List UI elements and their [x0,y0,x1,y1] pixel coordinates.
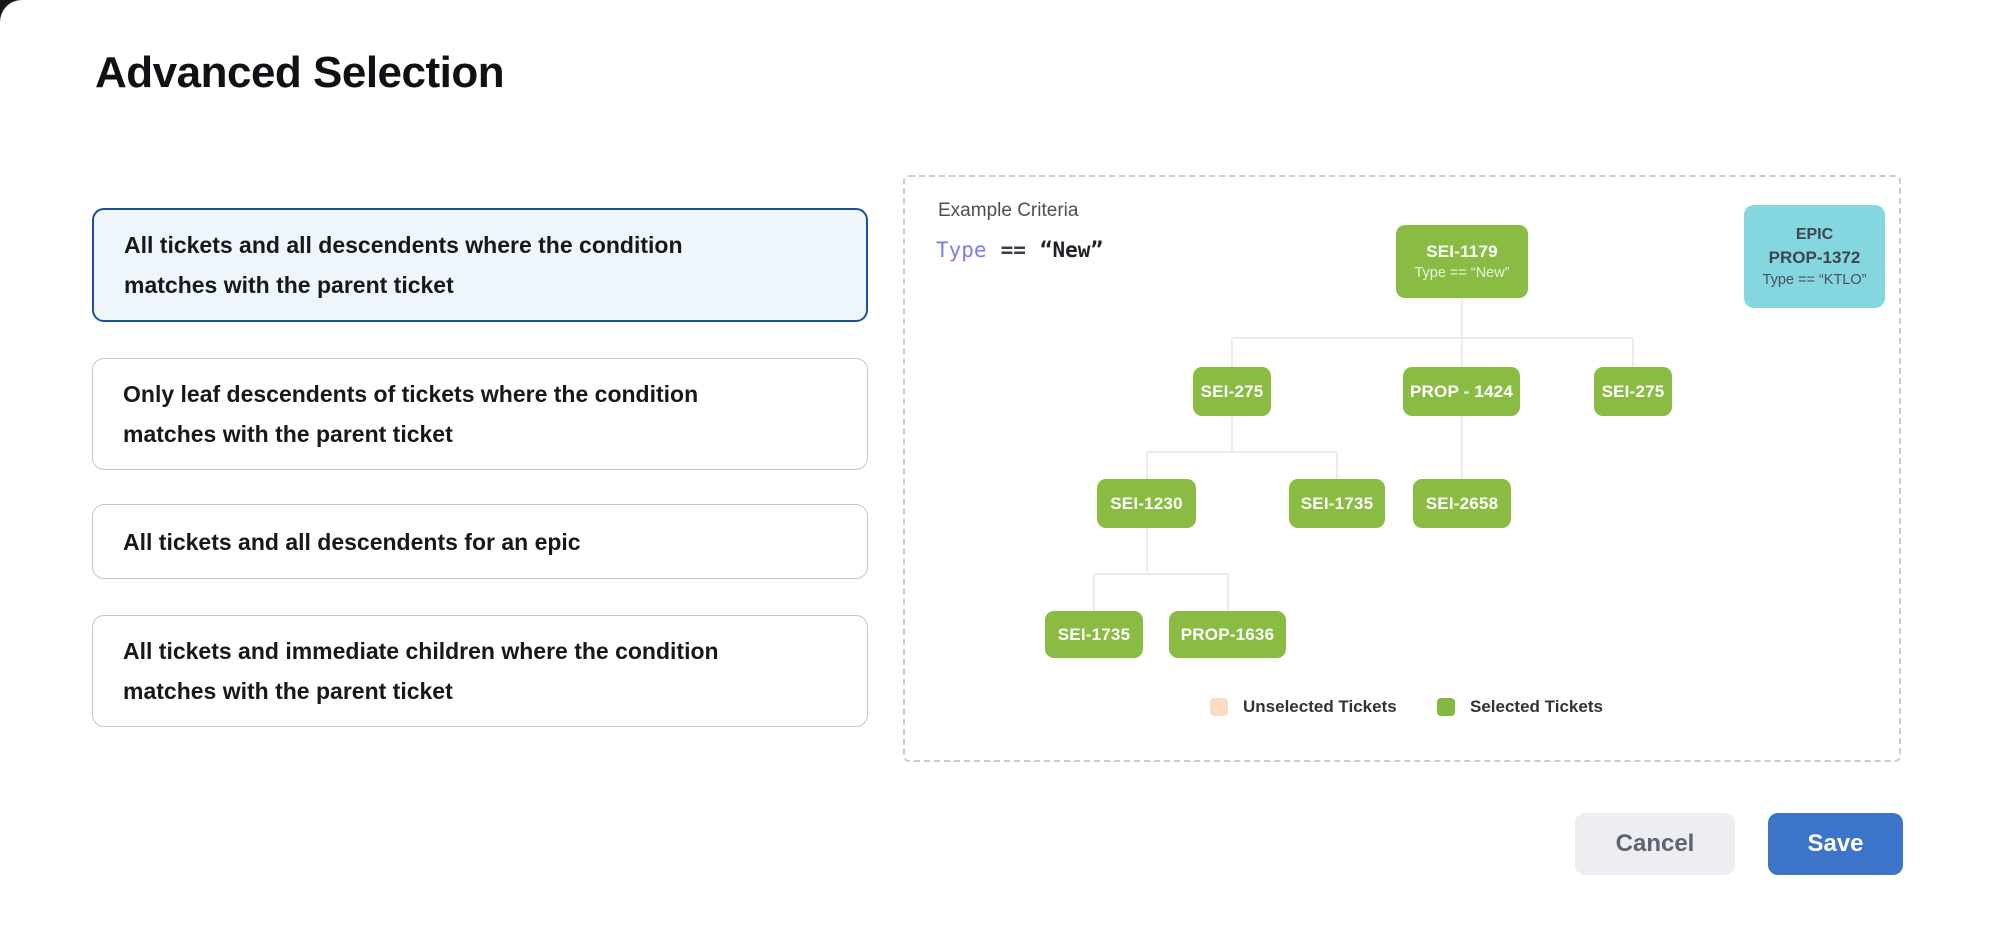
ticket-id: PROP - 1424 [1410,381,1513,401]
option-label: Only leaf descendents of tickets where t… [123,381,699,447]
epic-id: PROP-1372 [1768,247,1861,267]
selected-swatch-icon [1437,698,1455,716]
option-label: All tickets and immediate children where… [123,638,719,704]
save-button[interactable]: Save [1768,813,1903,875]
option-label: All tickets and all descendents where th… [124,232,683,298]
criteria-operator: == [1000,238,1026,262]
legend-selected-tickets: Selected Tickets [1437,697,1603,717]
ticket-id: SEI-1735 [1057,624,1131,644]
epic-condition: Type == “KTLO” [1762,271,1867,288]
ticket-id: SEI-1179 [1426,242,1498,261]
legend-label: Unselected Tickets [1243,697,1397,716]
cancel-button[interactable]: Cancel [1575,813,1735,875]
ticket-id: SEI-2658 [1425,493,1499,513]
example-criteria-label: Example Criteria [938,200,1079,221]
option-leaf-descendents-condition[interactable]: Only leaf descendents of tickets where t… [92,358,868,470]
legend-unselected-tickets: Unselected Tickets [1210,697,1397,717]
tree-node: SEI-1735 [1045,611,1143,658]
tree-node: SEI-2658 [1413,479,1511,528]
option-immediate-children-condition[interactable]: All tickets and immediate children where… [92,615,868,727]
unselected-swatch-icon [1210,698,1228,716]
ticket-id: SEI-1230 [1110,493,1183,513]
tree-node: PROP - 1424 [1403,367,1520,416]
tree-node-root: SEI-1179 Type == “New” [1396,225,1528,298]
option-all-descendents-condition[interactable]: All tickets and all descendents where th… [92,208,868,322]
legend-label: Selected Tickets [1470,697,1603,716]
epic-badge: EPIC PROP-1372 Type == “KTLO” [1744,205,1885,308]
ticket-id: PROP-1636 [1180,624,1275,644]
tree-node: PROP-1636 [1169,611,1286,658]
ticket-id: SEI-275 [1601,381,1665,401]
criteria-value: “New” [1039,238,1104,262]
ticket-id: SEI-275 [1200,381,1264,401]
ticket-id: SEI-1735 [1300,493,1374,513]
ticket-condition: Type == “New” [1414,265,1510,281]
page-title: Advanced Selection [95,48,505,97]
window-corner-decoration [0,0,22,22]
option-all-descendents-epic[interactable]: All tickets and all descendents for an e… [92,504,868,579]
criteria-field: Type [936,238,987,262]
tree-node: SEI-275 [1193,367,1271,416]
option-label: All tickets and all descendents for an e… [123,528,581,555]
example-criteria-expression: Type == “New” [936,238,1103,262]
tree-node: SEI-275 [1594,367,1672,416]
tree-node: SEI-1230 [1097,479,1196,528]
tree-node: SEI-1735 [1289,479,1385,528]
epic-type-label: EPIC [1795,225,1834,243]
